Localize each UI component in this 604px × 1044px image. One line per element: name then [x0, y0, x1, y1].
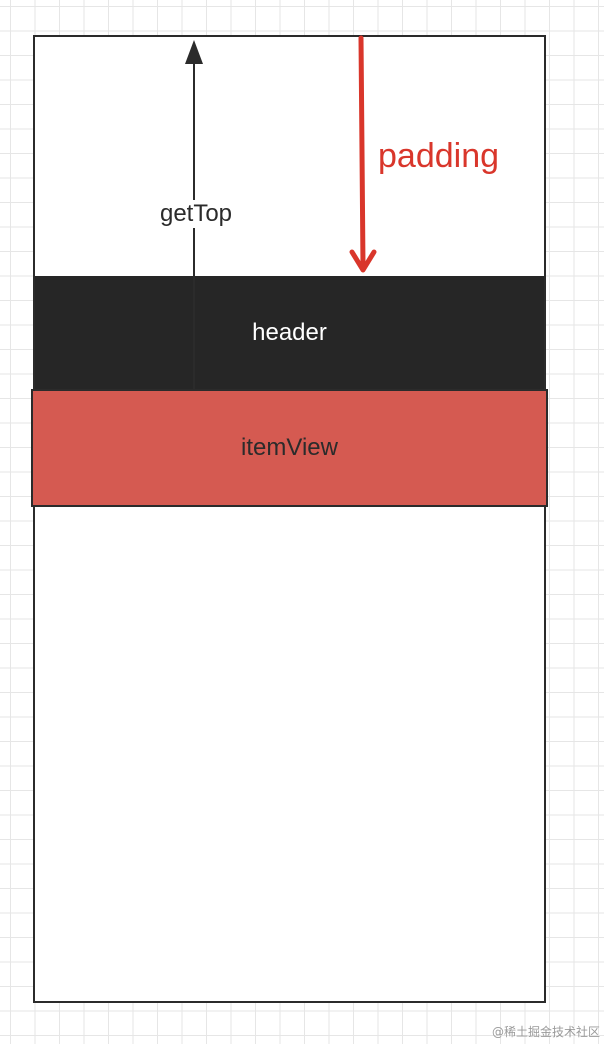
watermark: @稀土掘金技术社区	[491, 1025, 600, 1039]
padding-label: padding	[378, 137, 500, 175]
header-block: header	[35, 276, 544, 390]
item-view-block: itemView	[31, 389, 548, 507]
header-label: header	[252, 319, 327, 346]
screen-frame	[33, 35, 546, 1003]
get-top-label: getTop	[150, 200, 242, 228]
item-view-label: itemView	[241, 434, 338, 461]
